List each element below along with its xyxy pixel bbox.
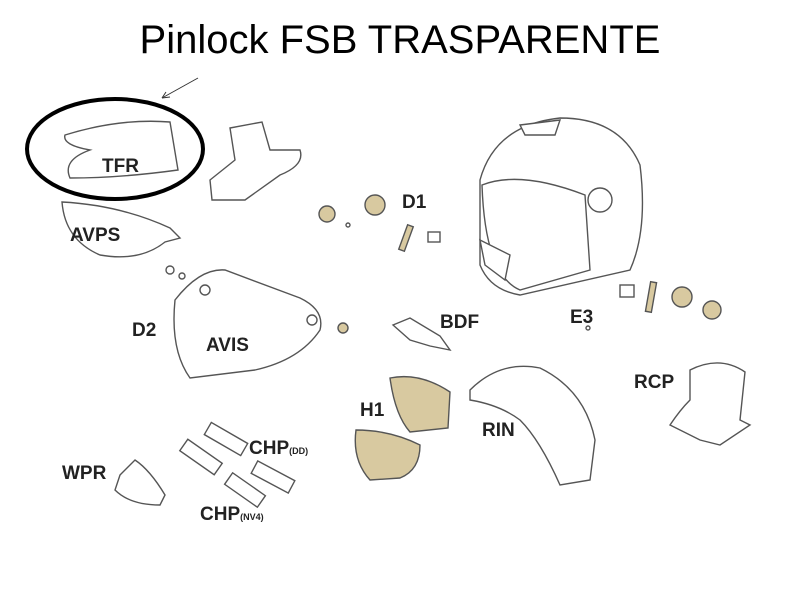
- rin-liner: [469, 365, 596, 486]
- highlight-circle: [25, 97, 205, 201]
- chp-dd-pads: [203, 421, 296, 494]
- pointer-arrow: [161, 77, 199, 99]
- label-d2: D2: [132, 320, 157, 341]
- helmet: [479, 117, 644, 296]
- chp-nv4-text: CHP: [200, 504, 241, 525]
- label-rcp: RCP: [634, 372, 675, 393]
- label-avps: AVPS: [70, 225, 121, 246]
- chp-dd-subscript: (DD): [289, 446, 309, 456]
- label-bdf: BDF: [440, 312, 480, 333]
- label-chp-nv4: CHP(NV4): [200, 504, 264, 526]
- chp-nv4-pads: [178, 438, 267, 509]
- label-tfr: TFR: [102, 156, 139, 177]
- h1-upper-pad: [389, 375, 451, 433]
- label-avis: AVIS: [206, 335, 249, 356]
- tfr-part: [64, 120, 179, 179]
- avis-visor: [173, 269, 322, 379]
- wpr-part: [114, 459, 166, 506]
- d1-mechanism: [318, 194, 441, 253]
- h1-lower-pad: [354, 429, 421, 481]
- label-h1: H1: [360, 400, 385, 421]
- label-chp-dd: CHP(DD): [249, 438, 308, 460]
- label-wpr: WPR: [62, 463, 107, 484]
- label-e3: E3: [570, 307, 594, 328]
- bdf-part: [391, 317, 452, 352]
- e3-mechanism: [585, 280, 722, 331]
- page-title: Pinlock FSB TRASPARENTE: [139, 18, 661, 62]
- chp-nv4-subscript: (NV4): [240, 512, 264, 522]
- avps-part: [61, 201, 182, 258]
- neck-part: [209, 121, 302, 201]
- label-rin: RIN: [482, 420, 515, 441]
- label-d1: D1: [402, 192, 427, 213]
- rcp-part: [668, 362, 752, 446]
- chp-dd-text: CHP: [249, 438, 290, 459]
